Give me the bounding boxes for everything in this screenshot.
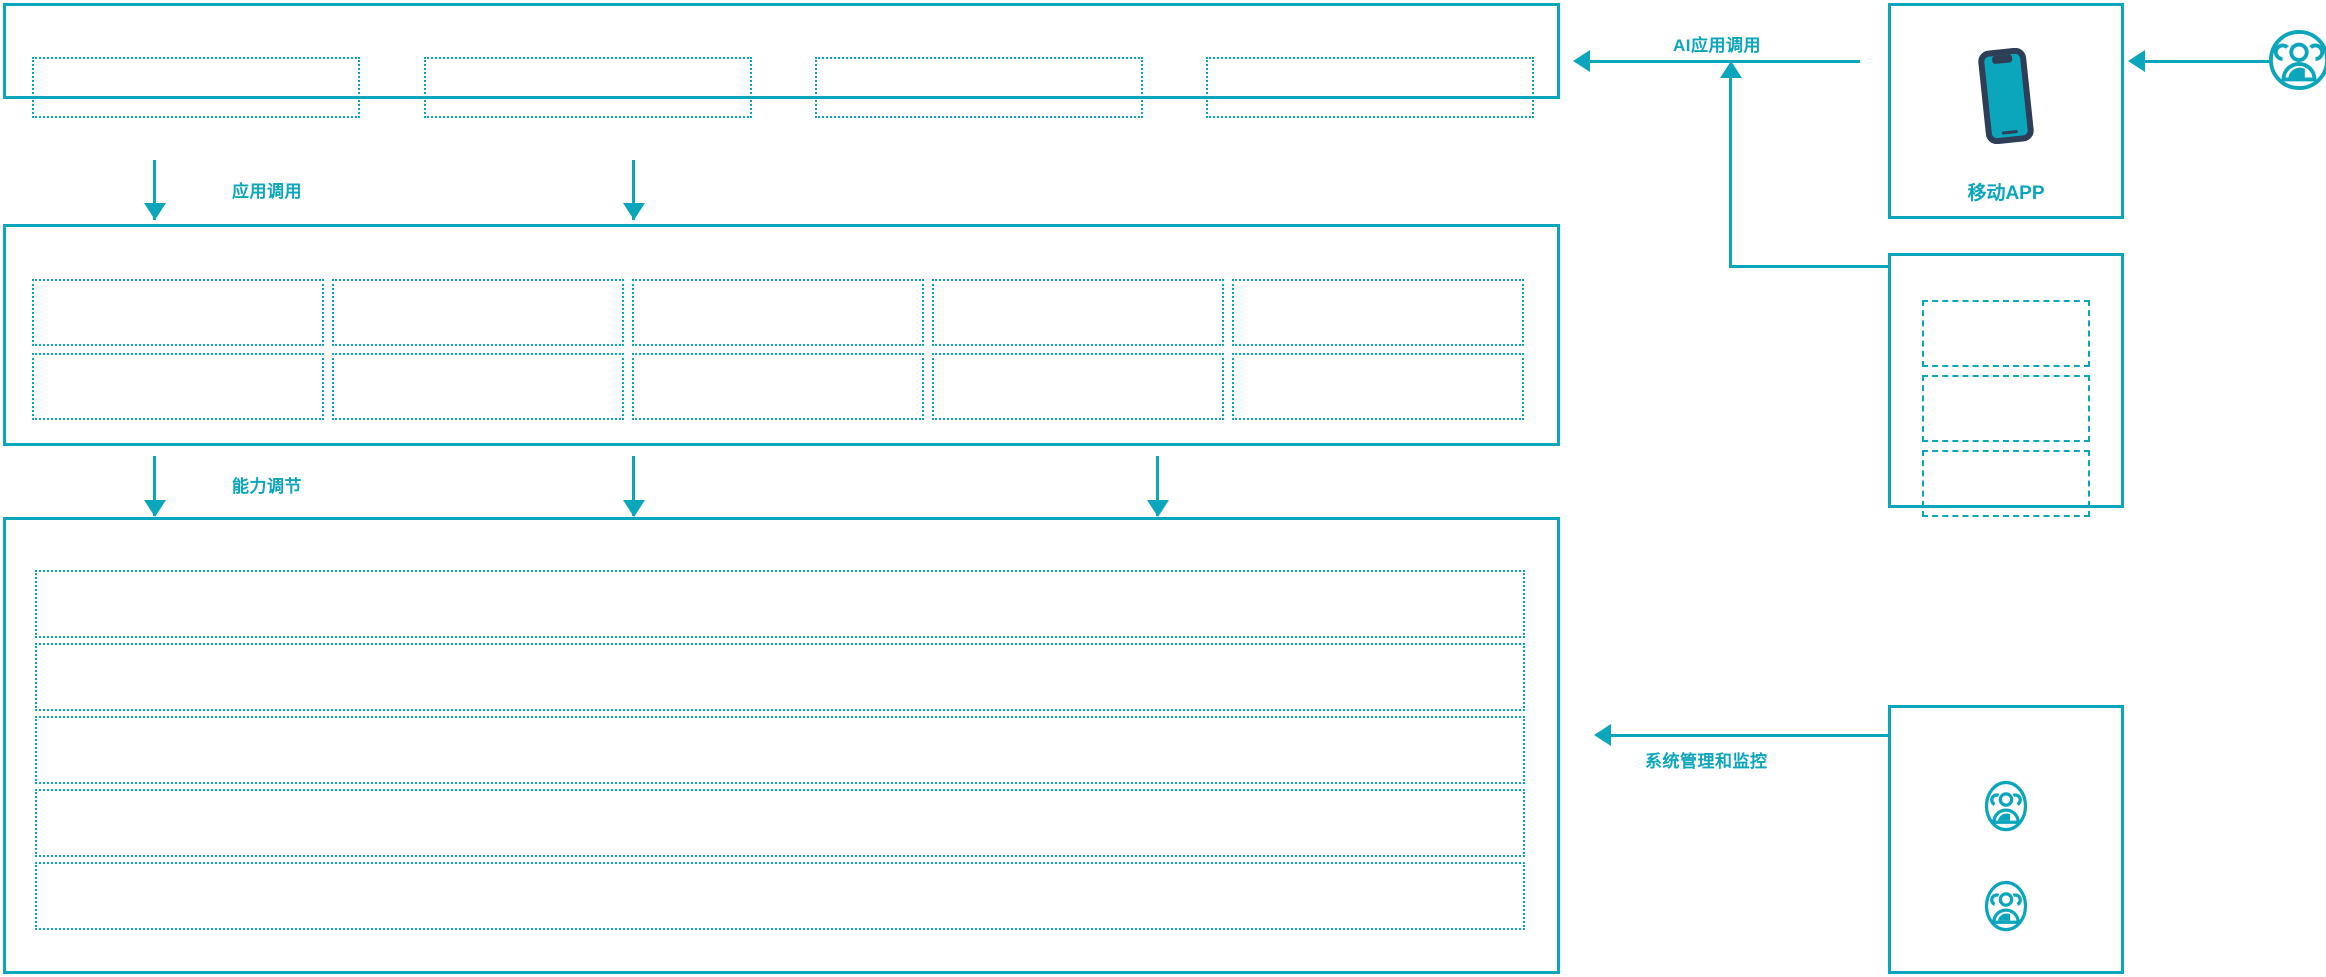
capability-slot-r2c1[interactable] [32, 353, 324, 420]
platform-layer-row-2[interactable] [35, 643, 1525, 711]
capability-slot-r2c2[interactable] [332, 353, 624, 420]
app-call-arrow-head-right [623, 203, 645, 220]
app-call-arrow-shaft-right [632, 160, 635, 220]
platform-layer-row-3[interactable] [35, 716, 1525, 784]
system-admin-monitor-label: 系统管理和监控 [1645, 752, 1768, 771]
admin-user-group-icon-1 [1980, 780, 2032, 832]
admin-user-group-icon-2 [1980, 880, 2032, 932]
app-call-arrow-head-left [144, 203, 166, 220]
capability-adjust-arrow-head-3 [1147, 500, 1169, 517]
capability-adjust-arrow-head-2 [623, 500, 645, 517]
external-user-arrow-head [2128, 50, 2145, 72]
admin-card[interactable] [1888, 705, 2124, 974]
capability-slot-r1c1[interactable] [32, 279, 324, 346]
ai-app-call-riser-elbow [1729, 265, 1889, 268]
capability-slot-r1c2[interactable] [332, 279, 624, 346]
mobile-app-caption: 移动APP [1967, 183, 2045, 204]
capability-slot-r2c3[interactable] [632, 353, 924, 420]
application-layer-slot-4[interactable] [1206, 57, 1534, 118]
capability-slot-r2c4[interactable] [932, 353, 1224, 420]
external-user-user-group-icon [2268, 29, 2326, 91]
channel-card-slot-2[interactable] [1922, 375, 2090, 442]
application-layer-slot-2[interactable] [424, 57, 752, 118]
smartphone-icon [1975, 47, 2037, 145]
ai-app-call-riser-head [1720, 61, 1742, 78]
platform-layer-row-5[interactable] [35, 862, 1525, 930]
application-layer-slot-3[interactable] [815, 57, 1143, 118]
application-layer-slot-1[interactable] [32, 57, 360, 118]
system-admin-monitor-arrow-shaft [1611, 734, 1888, 737]
application-layer-panel[interactable] [3, 3, 1560, 99]
capability-adjust-arrow-shaft-3 [1156, 456, 1159, 516]
platform-layer-row-1[interactable] [35, 570, 1525, 638]
app-call-label: 应用调用 [232, 182, 302, 201]
capability-layer-panel[interactable] [3, 224, 1560, 446]
capability-slot-r2c5[interactable] [1232, 353, 1524, 420]
capability-adjust-label: 能力调节 [232, 477, 302, 496]
channel-card-slot-3[interactable] [1922, 450, 2090, 517]
capability-adjust-arrow-shaft-1 [153, 456, 156, 516]
capability-slot-r1c4[interactable] [932, 279, 1224, 346]
channel-card[interactable] [1888, 253, 2124, 508]
capability-adjust-arrow-head-1 [144, 500, 166, 517]
channel-card-slot-1[interactable] [1922, 300, 2090, 367]
platform-layer-panel[interactable] [3, 517, 1560, 974]
capability-slot-r1c3[interactable] [632, 279, 924, 346]
ai-app-call-label: AI应用调用 [1673, 36, 1761, 55]
capability-adjust-arrow-shaft-2 [632, 456, 635, 516]
system-admin-monitor-arrow-head [1594, 724, 1611, 746]
app-call-arrow-shaft-left [153, 160, 156, 220]
capability-slot-r1c5[interactable] [1232, 279, 1524, 346]
ai-app-call-arrow-head [1573, 50, 1590, 72]
platform-layer-row-4[interactable] [35, 789, 1525, 857]
external-user-arrow-shaft [2144, 60, 2270, 63]
ai-app-call-riser-shaft [1729, 78, 1732, 268]
